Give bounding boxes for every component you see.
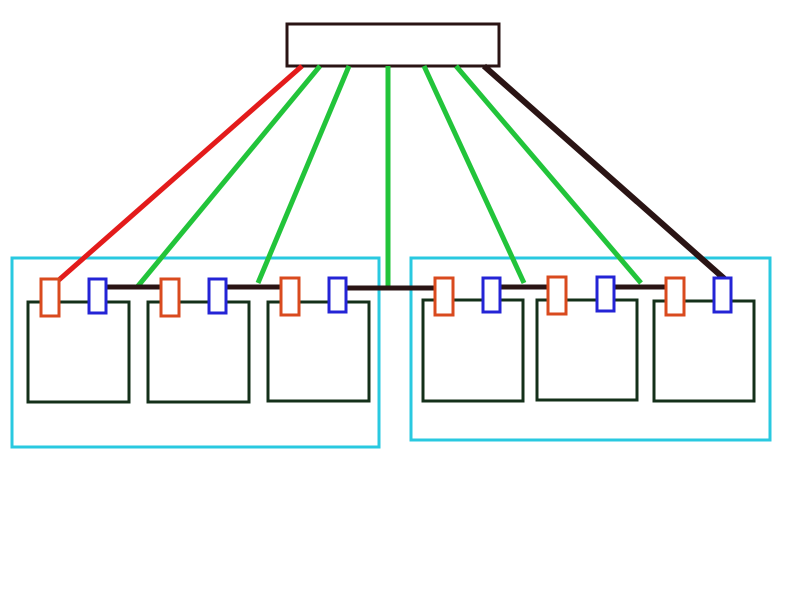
battery-cell-2 [146,300,251,404]
negative-terminal-3 [327,276,348,314]
parallel-wire-1 [136,64,322,288]
negative-terminal-6 [712,276,733,314]
battery-cell-3 [266,300,371,403]
hub-box [285,22,501,68]
negative-lead-wire [482,63,730,285]
parallel-wire-2 [255,65,352,284]
positive-terminal-5 [546,275,568,316]
positive-terminal-3 [279,276,301,317]
battery-cell-5 [535,298,639,402]
parallel-wire-5 [454,64,643,285]
positive-lead-wire [50,64,304,288]
positive-terminal-1 [39,277,61,318]
negative-terminal-2 [207,277,228,315]
battery-group-right [409,256,772,442]
negative-terminal-1 [87,277,108,315]
battery-group-left [10,256,381,449]
negative-terminal-5 [595,275,616,313]
negative-terminal-4 [481,276,502,314]
parallel-wire-4 [421,64,527,285]
positive-terminal-4 [433,276,455,317]
positive-terminal-2 [159,277,181,318]
battery-cell-4 [421,298,525,403]
battery-cell-1 [26,300,131,404]
battery-cell-6 [652,299,756,403]
positive-terminal-6 [664,276,686,317]
